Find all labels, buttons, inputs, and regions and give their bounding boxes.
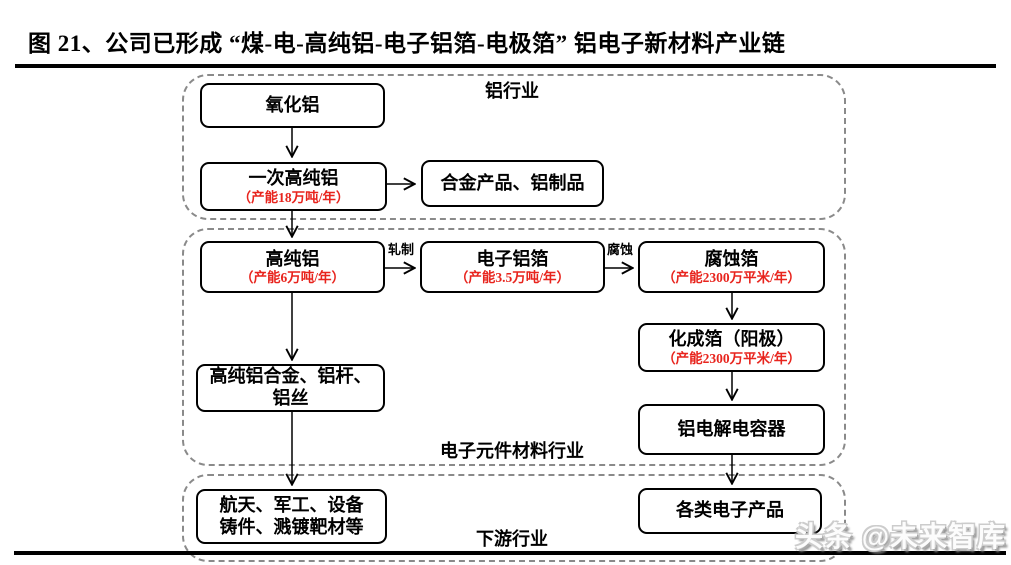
node-electronic-aluminum-foil-label: 电子铝箔 [476,248,549,269]
node-alloy-products-label: 合金产品、铝制品 [440,172,585,193]
node-alumina-label: 氧化铝 [265,94,320,115]
node-high-purity-al-alloy-line2: 铝丝 [272,388,309,408]
group-downstream-industry [182,474,846,562]
group-label-aluminum-industry: 铝行业 [485,81,539,101]
node-primary-high-purity-aluminum-capacity: （产能18万吨/年） [237,189,350,205]
node-aluminum-electrolytic-capacitor: 铝电解电容器 [638,404,825,455]
node-primary-high-purity-aluminum-label: 一次高纯铝 [248,168,339,189]
node-aerospace-military-castings-targets: 航天、军工、设备 铸件、溅镀靶材等 [196,489,387,544]
footer-divider-line [14,551,1006,555]
title-divider-line [15,64,996,68]
node-alloy-products: 合金产品、铝制品 [421,160,604,207]
watermark-toutiao-weilaizhiku: 头条 @未来智库 [795,521,1007,552]
node-etched-foil-capacity: （产能2300万平米/年） [662,270,801,286]
node-formed-foil-anode-label: 化成箔（阳极） [668,329,795,350]
node-formed-foil-anode: 化成箔（阳极） （产能2300万平米/年） [638,323,825,372]
node-primary-high-purity-aluminum: 一次高纯铝 （产能18万吨/年） [200,162,387,211]
node-aerospace-military-line2: 铸件、溅镀靶材等 [219,516,364,537]
node-high-purity-al-alloy-rod-wire: 高纯铝合金、铝杆、 铝丝 [196,364,385,412]
node-electronic-aluminum-foil-capacity: （产能3.5万吨/年） [454,270,571,286]
node-etched-foil-label: 腐蚀箔 [704,248,759,269]
group-label-downstream-industry: 下游行业 [476,529,548,549]
node-aerospace-military-label: 航天、军工、设备 铸件、溅镀靶材等 [220,495,364,538]
node-high-purity-aluminum: 高纯铝 （产能6万吨/年） [200,241,385,293]
node-formed-foil-anode-capacity: （产能2300万平米/年） [662,350,801,366]
node-electronic-products: 各类电子产品 [638,488,822,534]
node-high-purity-aluminum-capacity: （产能6万吨/年） [239,270,345,286]
node-aerospace-military-line1: 航天、军工、设备 [219,494,364,515]
node-etched-foil: 腐蚀箔 （产能2300万平米/年） [638,241,825,293]
node-high-purity-aluminum-label: 高纯铝 [265,248,320,269]
node-aluminum-electrolytic-capacitor-label: 铝电解电容器 [677,418,786,439]
node-high-purity-al-alloy-rod-wire-label: 高纯铝合金、铝杆、 铝丝 [210,366,372,409]
node-high-purity-al-alloy-line1: 高纯铝合金、铝杆、 [209,366,372,387]
group-electronic-components-industry [182,228,846,466]
group-label-electronic-components-industry: 电子元件材料行业 [440,441,584,461]
figure-title: 图 21、公司已形成 “煤-电-高纯铝-电子铝箔-电极箔” 铝电子新材料产业链 [28,31,786,56]
node-electronic-aluminum-foil: 电子铝箔 （产能3.5万吨/年） [420,241,605,293]
edge-label-rolling: 轧制 [387,242,415,257]
node-electronic-products-label: 各类电子产品 [676,500,784,521]
node-alumina: 氧化铝 [200,83,385,128]
group-aluminum-industry [182,74,846,220]
edge-label-etching: 腐蚀 [606,242,634,257]
